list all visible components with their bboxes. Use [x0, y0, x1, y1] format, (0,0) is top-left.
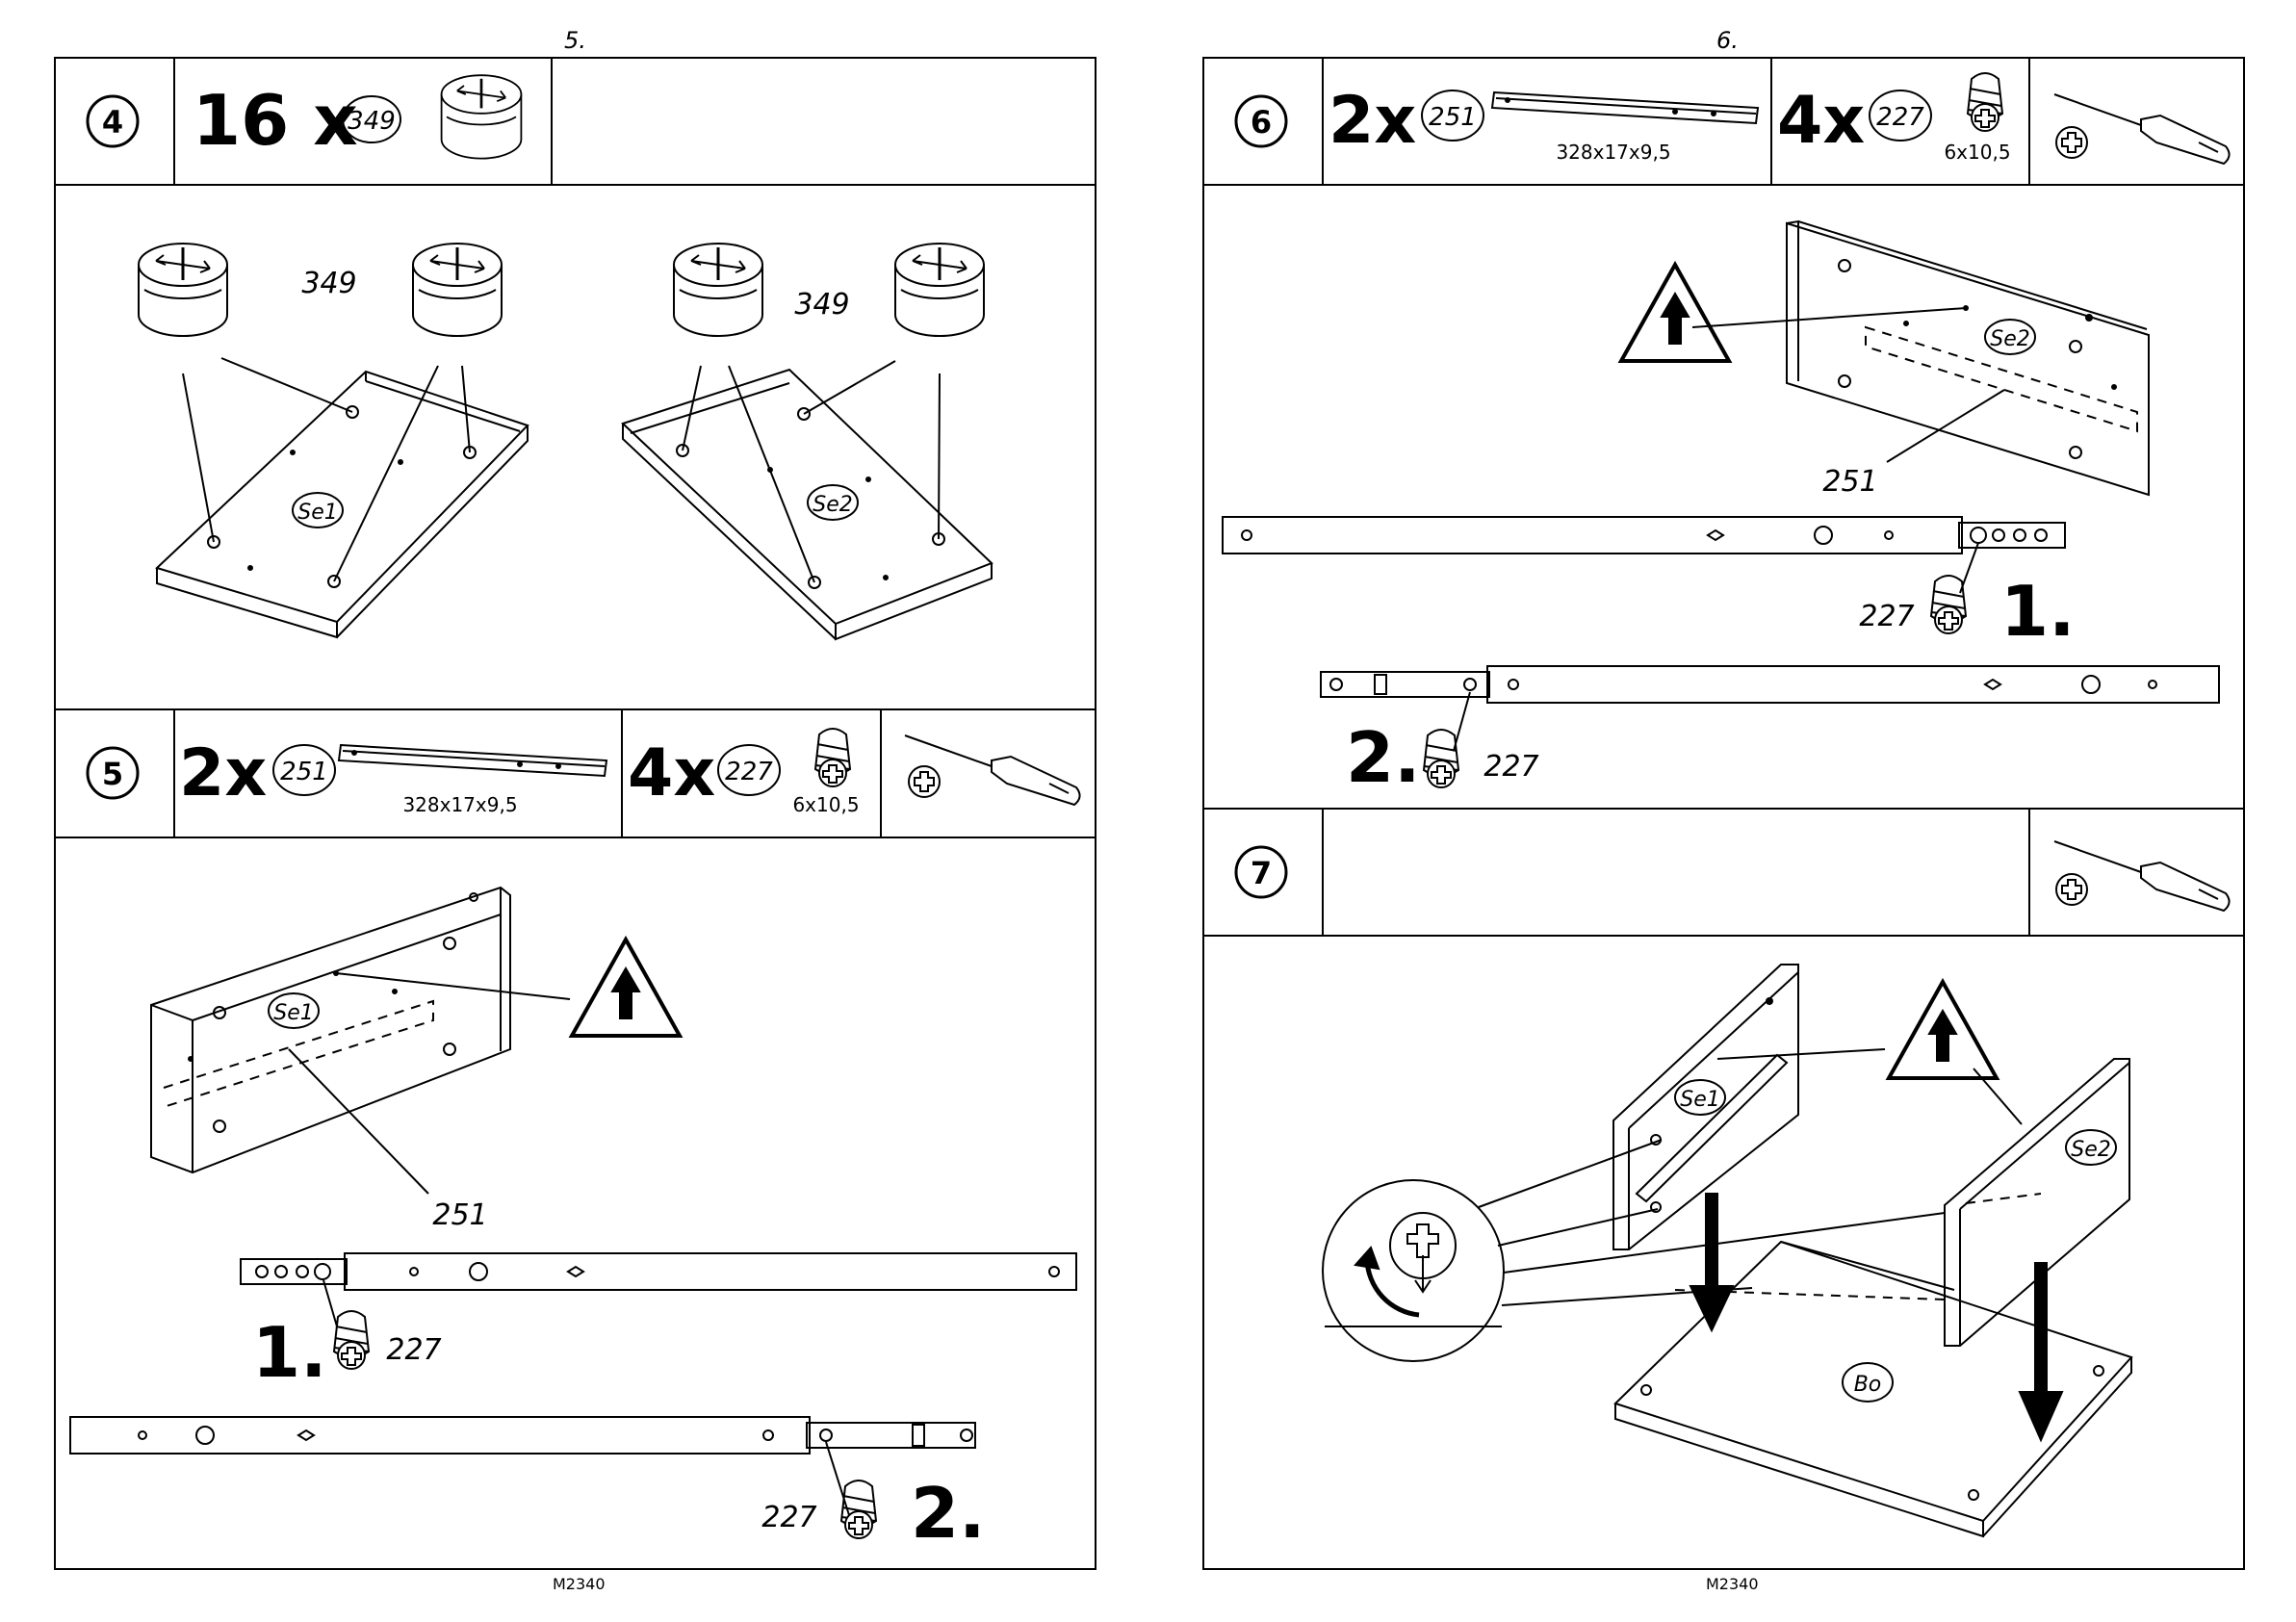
step-6-screw-dimensions: 6x10,5	[1944, 141, 2010, 164]
panel-label-se2: Se2	[1985, 320, 2035, 354]
cam-lock-icon	[413, 244, 502, 336]
cam-lock-icon	[139, 244, 227, 336]
cam-lock-icon	[895, 244, 984, 336]
panel-label-se1: Se1	[269, 993, 319, 1028]
side-panel-se2	[1787, 221, 2149, 495]
euro-screw-icon	[1931, 576, 1966, 633]
step-4-number: 4	[102, 104, 123, 141]
drawer-rail-icon	[1321, 666, 2219, 703]
step-4-number-badge: 4	[88, 96, 138, 146]
step-5-part-badge-rail: 251	[273, 745, 335, 795]
step-7-number: 7	[1251, 855, 1272, 891]
drawer-rail-icon	[70, 1417, 975, 1454]
step-5-screw-callout-2: 227	[761, 1501, 816, 1534]
step-5-order-2: 2.	[911, 1473, 985, 1554]
step-6-order-1: 1.	[2000, 571, 2075, 652]
step-7-number-badge: 7	[1236, 847, 1286, 897]
panel-label-se2: Se2	[2066, 1130, 2116, 1165]
step-6-part-badge-screw: 227	[1870, 90, 1931, 141]
drawer-rail-icon	[339, 745, 606, 776]
step-5-rail-callout: 251	[432, 1198, 487, 1232]
step-5-number: 5	[102, 756, 123, 792]
step-4-part-number: 349	[348, 107, 396, 136]
step-5-screw-dimensions: 6x10,5	[792, 793, 859, 816]
page-frame-left	[55, 58, 1096, 1569]
svg-text:Se1: Se1	[273, 1001, 314, 1025]
step-6-quantity-screw: 4x	[1777, 83, 1865, 159]
step-5-screw-callout-1: 227	[386, 1333, 441, 1367]
step-5-quantity-screw: 4x	[628, 735, 715, 811]
euro-screw-icon	[1968, 73, 2002, 131]
step-5-part-badge-screw: 227	[718, 745, 780, 795]
svg-text:Se2: Se2	[813, 493, 853, 517]
step-4-quantity: 16 x	[193, 80, 358, 161]
step-6-order-2: 2.	[1346, 717, 1420, 798]
step-6-quantity-rail: 2x	[1329, 83, 1416, 159]
svg-text:Se2: Se2	[1990, 327, 2030, 351]
drawer-rail-icon	[1492, 92, 1758, 123]
euro-screw-icon	[815, 729, 850, 786]
step-6-screw-callout-1: 227	[1859, 600, 1914, 633]
step-6-rail-dimensions: 328x17x9,5	[1556, 141, 1670, 164]
step-6-screw-callout-2: 227	[1483, 750, 1538, 784]
panel-label-bo: Bo	[1843, 1363, 1893, 1402]
panel-label-se1: Se1	[1675, 1080, 1725, 1115]
step-5-number-badge: 5	[88, 748, 138, 798]
side-panel-se1	[151, 888, 510, 1172]
svg-text:Bo: Bo	[1854, 1373, 1882, 1397]
step-4-callout-a: 349	[301, 267, 356, 300]
step-6-number-badge: 6	[1236, 96, 1286, 146]
warning-up-arrow-icon	[1889, 982, 1997, 1078]
step-5-rail-dimensions: 328x17x9,5	[402, 793, 517, 816]
euro-screw-icon	[1424, 730, 1458, 787]
svg-text:227: 227	[1876, 103, 1924, 132]
cam-lock-icon	[442, 75, 522, 158]
svg-text:251: 251	[1429, 103, 1477, 132]
step-6-rail-callout: 251	[1822, 465, 1877, 499]
panel-label-se2: Se2	[808, 485, 858, 520]
svg-text:Se1: Se1	[1680, 1088, 1720, 1112]
cam-lock-icon	[674, 244, 762, 336]
phillips-head-icon	[909, 766, 940, 797]
euro-screw-icon	[334, 1311, 369, 1369]
svg-text:227: 227	[725, 758, 773, 786]
detail-magnifier	[1323, 1180, 1504, 1361]
panel-label-se1: Se1	[293, 493, 343, 528]
svg-text:Se1: Se1	[297, 501, 338, 525]
phillips-head-icon	[2056, 127, 2087, 158]
warning-up-arrow-icon	[572, 940, 680, 1036]
step-5-quantity-rail: 2x	[179, 735, 267, 811]
warning-up-arrow-icon	[1621, 265, 1729, 361]
svg-text:251: 251	[280, 758, 328, 786]
step-4-part-badge: 349	[343, 96, 400, 142]
step-6-part-badge-rail: 251	[1422, 90, 1483, 141]
phillips-head-icon	[2056, 874, 2087, 905]
rotate-arrow-icon	[1355, 1248, 1419, 1315]
down-arrow-icon	[1690, 1194, 1733, 1330]
drawer-rail-icon	[1223, 517, 2065, 554]
step-4-callout-b: 349	[794, 288, 849, 322]
svg-text:Se2: Se2	[2071, 1138, 2111, 1162]
step-5-order-1: 1.	[252, 1312, 326, 1393]
drawer-rail-icon	[241, 1253, 1076, 1290]
step-6-number: 6	[1251, 104, 1272, 141]
